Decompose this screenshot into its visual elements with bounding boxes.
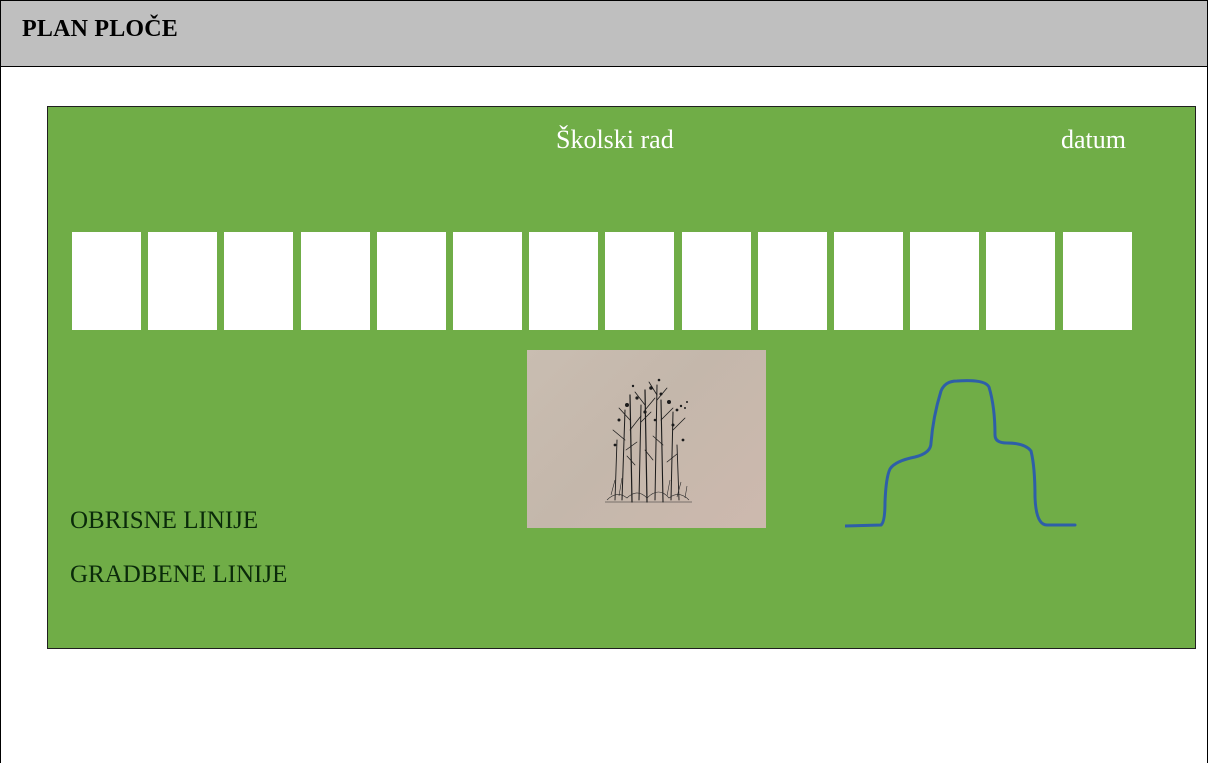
construction-lines-label: GRADBENE LINIJE xyxy=(70,561,288,588)
blank-panel xyxy=(834,232,903,330)
header-band: PLAN PLOČE xyxy=(1,1,1207,67)
blank-panel xyxy=(72,232,141,330)
contour-outline-drawing xyxy=(845,379,1077,528)
tree-drawing-icon xyxy=(605,378,692,503)
page-title: PLAN PLOČE xyxy=(22,16,179,42)
blank-panel xyxy=(986,232,1056,330)
tree-drawing-photo xyxy=(527,350,766,528)
blank-panel xyxy=(224,232,294,330)
blank-panel xyxy=(376,232,446,330)
blank-panel xyxy=(681,232,751,330)
blank-panel xyxy=(910,232,980,330)
blank-panel xyxy=(453,232,522,330)
board-title: Školski rad xyxy=(556,125,674,154)
blank-panel xyxy=(300,232,370,330)
contour-lines-label: OBRISNE LINIJE xyxy=(70,507,259,534)
board-date: datum xyxy=(1061,125,1126,154)
blank-panel xyxy=(1062,232,1132,330)
blank-panel xyxy=(757,232,827,330)
blank-panel xyxy=(148,232,218,330)
chalkboard: Školski rad datum xyxy=(47,106,1196,649)
blank-panel xyxy=(605,232,675,330)
blank-panel xyxy=(529,232,599,330)
